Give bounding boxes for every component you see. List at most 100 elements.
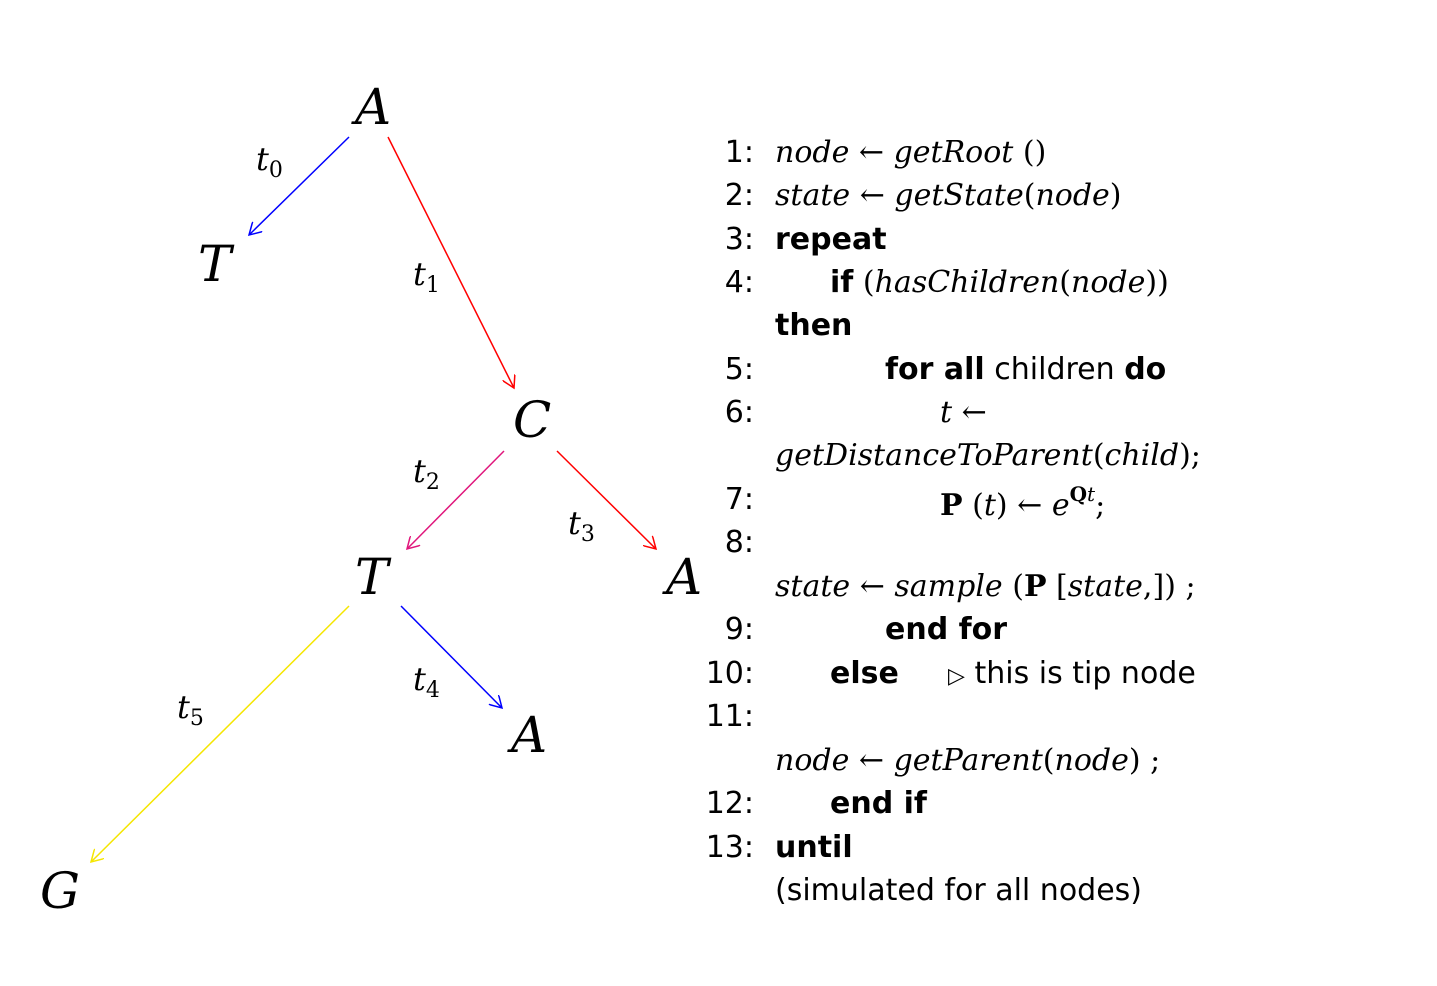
node-c-label: C	[513, 391, 551, 449]
paren-open: (	[1042, 743, 1055, 778]
edge-label-t0: t0	[256, 140, 283, 183]
comment-text: this is tip node	[974, 656, 1196, 691]
paren-close: ))	[1145, 265, 1169, 300]
edge-t2	[407, 450, 505, 549]
algo-line-13-cont: (simulated for all nodes)	[700, 873, 1260, 916]
exp-e: e	[1051, 488, 1070, 523]
fn-sample: sample	[894, 569, 1003, 604]
algo-line-4: 4: if (hasChildren(node))	[700, 265, 1260, 308]
paren-close: )	[1164, 569, 1176, 604]
paren-open: (	[1023, 178, 1036, 213]
paren-open: (	[1059, 265, 1072, 300]
fn-haschildren: hasChildren	[874, 265, 1060, 300]
line-number: 12:	[705, 786, 754, 821]
algo-line-8: 8:	[700, 525, 1260, 568]
algo-line-6: 6: t ←	[700, 395, 1260, 438]
line-number: 8:	[724, 525, 754, 560]
until-condition: (simulated for all nodes)	[775, 873, 1143, 908]
kw-repeat: repeat	[775, 222, 887, 257]
line-number: 1:	[724, 135, 754, 170]
kw-else: else	[830, 656, 899, 691]
edge-label-t4: t4	[413, 660, 440, 703]
algo-line-13: 13: until	[700, 830, 1260, 873]
fn-getroot: getRoot	[893, 135, 1014, 170]
fn-getstate: getState	[894, 178, 1024, 213]
kw-end-if: end if	[830, 786, 927, 821]
kw-for-all: for all	[885, 352, 985, 387]
line-number: 13:	[705, 830, 754, 865]
node-a-right-label: A	[662, 548, 702, 606]
kw-end-for: end for	[885, 612, 1008, 647]
var-state: state	[775, 178, 851, 213]
fn-args: ()	[1022, 135, 1047, 170]
paren-open: (	[1012, 569, 1024, 604]
semicolon: ;	[1185, 569, 1196, 604]
line-number: 3:	[724, 222, 754, 257]
semicolon: ;	[1095, 488, 1106, 523]
var-node: node	[775, 743, 850, 778]
node-t-left-label: T	[198, 235, 235, 293]
assign-arrow: ←	[961, 395, 987, 430]
edge-t0	[249, 136, 350, 235]
algo-line-7: 7: P (t) ← eQt;	[700, 482, 1260, 525]
paren-close: )	[1128, 743, 1141, 778]
arg-node: node	[1071, 265, 1146, 300]
matrix-p: P	[940, 488, 963, 523]
bracket-close: ]	[1152, 569, 1165, 604]
line-number: 9:	[724, 612, 754, 647]
line-number: 11:	[705, 699, 754, 734]
assign-arrow: ←	[858, 135, 885, 170]
var-t: t	[940, 395, 953, 430]
semicolon: ;	[1190, 438, 1201, 473]
exp-t: t	[1087, 482, 1096, 506]
edge-label-t2: t2	[413, 452, 440, 495]
node-t-mid-label: T	[355, 548, 392, 606]
phylogenetic-tree-diagram: A T C T A A G t0 t1 t2 t3 t4 t5	[40, 78, 702, 920]
algo-line-9: 9: end for	[700, 612, 1260, 655]
line-number: 10:	[705, 656, 754, 691]
algo-line-3: 3: repeat	[700, 222, 1260, 265]
algo-line-4-cont: then	[700, 308, 1260, 351]
kw-if: if	[830, 265, 854, 300]
line-number: 5:	[724, 352, 754, 387]
kw-until: until	[775, 830, 853, 865]
var-state: state	[775, 569, 851, 604]
edge-t5	[91, 605, 350, 862]
matrix-p: P	[1023, 569, 1047, 604]
arg-t: t	[983, 488, 996, 523]
edge-label-t5: t5	[177, 688, 204, 731]
line-number: 7:	[724, 482, 754, 517]
fn-getparent: getParent	[893, 743, 1043, 778]
algo-line-12: 12: end if	[700, 786, 1260, 829]
text-children: children	[994, 352, 1115, 387]
arg-child: child	[1104, 438, 1180, 473]
paren-close: )	[995, 488, 1008, 523]
edge-t3	[556, 450, 656, 549]
comment-triangle-icon: ▷	[948, 664, 965, 689]
arg-node: node	[1054, 743, 1129, 778]
semicolon: ;	[1150, 743, 1161, 778]
edge-label-t1: t1	[413, 255, 440, 298]
algo-line-1: 1: node ← getRoot ()	[700, 135, 1260, 178]
assign-arrow: ←	[859, 569, 885, 604]
assign-arrow: ←	[859, 178, 885, 213]
algorithm-pseudocode: 1: node ← getRoot () 2: state ← getState…	[700, 135, 1260, 935]
assign-arrow: ←	[858, 743, 885, 778]
algo-line-8-cont: state ← sample (P [state,]) ;	[700, 569, 1260, 612]
line-number: 4:	[724, 265, 754, 300]
matrix-q: Q	[1069, 482, 1088, 506]
arg-node: node	[1035, 178, 1110, 213]
paren-close: )	[1179, 438, 1191, 473]
line-number: 2:	[724, 178, 754, 213]
kw-then: then	[775, 308, 853, 343]
paren-close: )	[1109, 178, 1122, 213]
node-a-low-label: A	[507, 706, 547, 764]
kw-do: do	[1124, 352, 1167, 387]
arg-state: state	[1067, 569, 1143, 604]
algo-line-10: 10: else ▷ this is tip node	[700, 656, 1260, 699]
edge-t1	[387, 136, 514, 388]
bracket-open: [	[1056, 569, 1068, 604]
node-root-label: A	[351, 78, 391, 136]
fn-getdistancetoparent: getDistanceToParent	[775, 438, 1093, 473]
line-number: 6:	[724, 395, 754, 430]
